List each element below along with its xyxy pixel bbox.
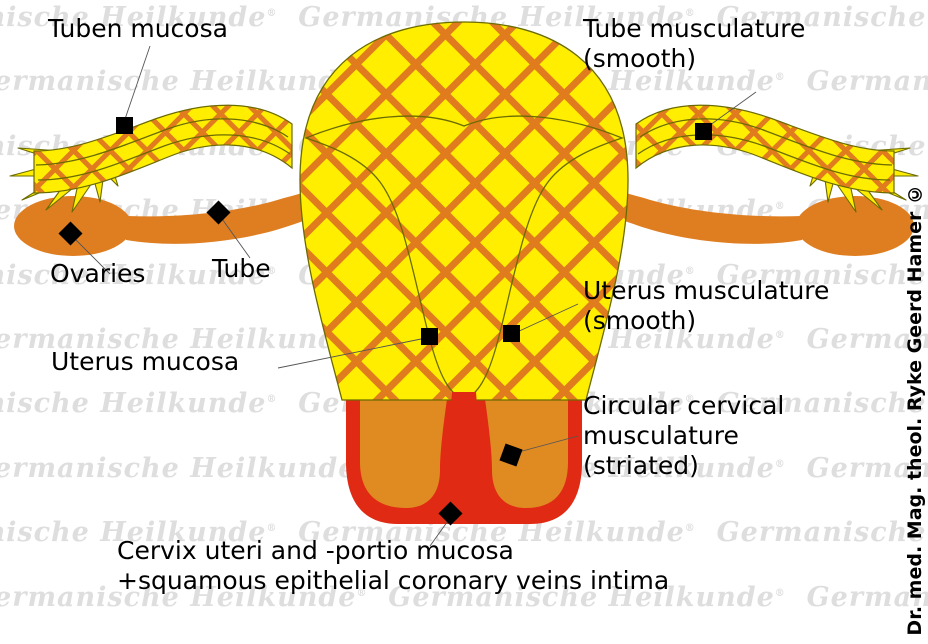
uterus-mucosa-marker bbox=[421, 328, 438, 345]
uterus-body-outline bbox=[299, 21, 629, 401]
ovaries-marker bbox=[58, 221, 83, 246]
right-tube-mucosa-line-a bbox=[639, 118, 893, 166]
leader-tube-musculature bbox=[705, 91, 757, 129]
leader-uterus-mucosa bbox=[277, 337, 427, 369]
label-uterus-mucosa: Uterus mucosa bbox=[51, 347, 240, 376]
leader-cervix-bottom bbox=[429, 517, 451, 547]
leader-tube bbox=[219, 215, 251, 259]
left-tube-mucosa-line-b bbox=[37, 134, 291, 181]
cervical-musculature-marker bbox=[499, 443, 523, 467]
tube-marker bbox=[206, 200, 231, 225]
label-tube-musculature: Tube musculature (smooth) bbox=[583, 14, 806, 73]
leader-uterus-musculature bbox=[514, 303, 579, 334]
leader-ovaries bbox=[71, 235, 111, 275]
leader-tuben-mucosa bbox=[123, 45, 151, 123]
tuben-mucosa-marker bbox=[116, 117, 133, 134]
cervical-canal bbox=[446, 392, 482, 518]
left-tube-mucosa-line-a bbox=[35, 118, 289, 166]
label-tuben-mucosa: Tuben mucosa bbox=[48, 14, 228, 43]
label-ovaries: Ovaries bbox=[50, 259, 146, 288]
left-fallopian-tube bbox=[33, 104, 293, 194]
uterus-cavity-endometrium bbox=[304, 115, 624, 401]
right-ovary bbox=[796, 196, 914, 256]
label-circular-cervical-musculature: Circular cervical musculature (striated) bbox=[583, 391, 785, 480]
uterus-musculature-marker bbox=[503, 325, 520, 342]
right-tube-mucosa-line-b bbox=[637, 134, 891, 181]
label-cervix-uteri-portio-mucosa: Cervix uteri and -portio mucosa +squamou… bbox=[117, 536, 670, 595]
tube-musculature-marker bbox=[695, 123, 712, 140]
right-tube-musculature-band bbox=[602, 186, 802, 244]
leader-lines bbox=[71, 45, 757, 547]
right-fallopian-tube bbox=[635, 104, 895, 194]
label-uterus-musculature: Uterus musculature (smooth) bbox=[583, 276, 830, 335]
copyright-notice: Dr. med. Mag. theol. Ryke Geerd Hamer © bbox=[904, 183, 926, 636]
label-tube: Tube bbox=[212, 254, 271, 283]
leader-cervical-musculature bbox=[514, 435, 579, 454]
cervix-left-musculature bbox=[360, 392, 448, 508]
